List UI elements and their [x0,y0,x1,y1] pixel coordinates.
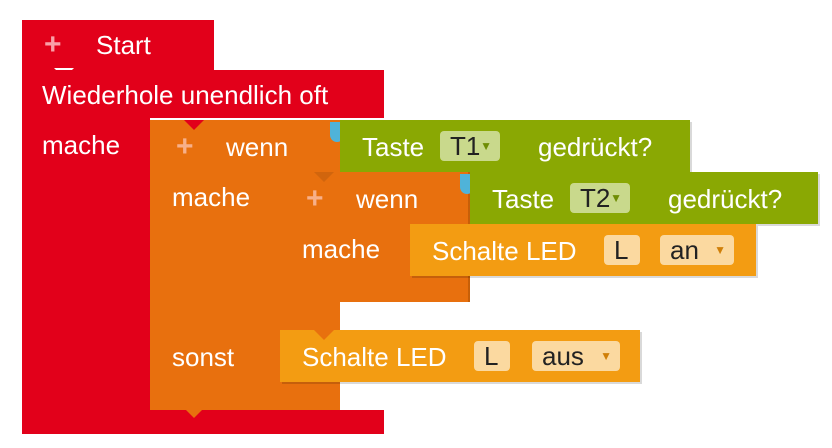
start-plus-icon[interactable]: + [44,28,62,61]
if-else-bottom-notch [184,408,204,418]
led-on-state-dropdown[interactable]: an ▼ [660,235,734,265]
forever-do-label: mache [42,130,121,160]
condition-1-button-dropdown[interactable]: T1 ▼ [440,131,500,161]
led-off-state-value: aus [542,341,584,371]
condition-2-suffix: gedrückt? [668,184,783,214]
condition-2-prefix: Taste [492,184,555,214]
inner-if-notch [314,172,334,182]
led-off-label: Schalte LED [302,342,447,372]
led-off-led-value: L [484,341,499,371]
inner-if-do-label: mache [302,234,381,264]
condition-1-block[interactable]: Taste T1 ▼ gedrückt? [340,120,690,172]
condition-1-prefix: Taste [362,132,425,162]
led-on-state-value: an [670,235,699,265]
condition-2-block[interactable]: Taste T2 ▼ gedrückt? [470,172,818,224]
led-off-led-field[interactable]: L [474,341,510,371]
led-on-led-value: L [614,235,629,265]
dropdown-arrow-icon: ▼ [610,191,622,205]
led-on-label: Schalte LED [432,236,577,266]
dropdown-arrow-icon: ▼ [714,243,726,257]
inner-if-bottom-notch [314,300,334,310]
condition-2-button-value: T2 [580,183,611,213]
if-else-else-label: sonst [172,342,235,372]
condition-2-button-dropdown[interactable]: T2 ▼ [570,183,630,213]
led-on-block[interactable]: Schalte LED L an ▼ [410,224,756,276]
start-block[interactable]: + Start [22,20,214,70]
start-label: Start [96,30,151,60]
inner-if-if-label: wenn [356,184,419,214]
if-else-notch [184,120,204,130]
condition-1-button-value: T1 [450,131,481,161]
condition-1-suffix: gedrückt? [538,132,653,162]
led-on-led-field[interactable]: L [604,235,640,265]
if-else-plus-icon[interactable]: + [176,130,194,163]
dropdown-arrow-icon: ▼ [600,349,612,363]
led-off-notch [314,330,334,340]
if-else-if-label: wenn [226,132,289,162]
led-off-state-dropdown[interactable]: aus ▼ [532,341,620,371]
forever-title: Wiederhole unendlich oft [42,80,329,110]
if-else-do-label: mache [172,182,251,212]
led-off-block[interactable]: Schalte LED L aus ▼ [280,330,640,382]
inner-if-plus-icon[interactable]: + [306,182,324,215]
dropdown-arrow-icon: ▼ [480,139,492,153]
